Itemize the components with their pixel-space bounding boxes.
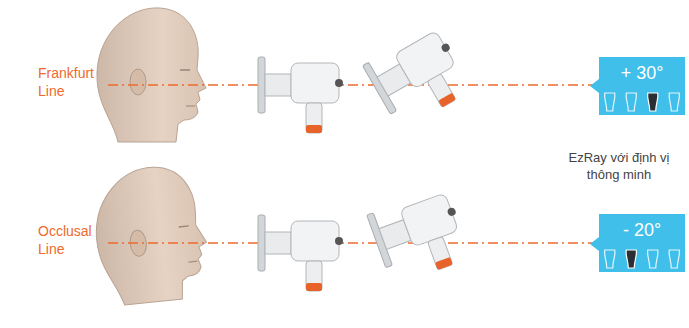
xray-device-tilted (363, 23, 475, 131)
angle-value: - 20° (599, 214, 685, 241)
xray-device-tilted (367, 186, 473, 286)
angle-callout: + 30° (599, 57, 685, 115)
line-label: Frankfurt Line (38, 64, 104, 100)
head (90, 162, 212, 307)
line-label: Occlusal Line (38, 222, 104, 258)
frankfurt-line (108, 84, 596, 86)
tooth-icon (605, 250, 615, 268)
angle-callout: - 20° (599, 214, 685, 272)
tooth-icon (605, 93, 615, 111)
tooth-icon (669, 250, 679, 268)
tooth-icon (626, 250, 636, 268)
tooth-icon (648, 93, 658, 111)
tooth-icon (626, 93, 636, 111)
occlusal-line (108, 242, 596, 244)
callout-pointer (590, 79, 599, 93)
caption-text: EzRay với định vị thông minh (552, 150, 686, 184)
tooth-icons (599, 89, 685, 115)
xray-device (258, 57, 343, 133)
callout-pointer (590, 237, 599, 251)
angle-value: + 30° (599, 57, 685, 84)
tooth-icons (599, 246, 685, 272)
tooth-icon (669, 93, 679, 111)
tooth-icon (648, 250, 658, 268)
xray-device (258, 215, 343, 291)
head (97, 8, 206, 142)
